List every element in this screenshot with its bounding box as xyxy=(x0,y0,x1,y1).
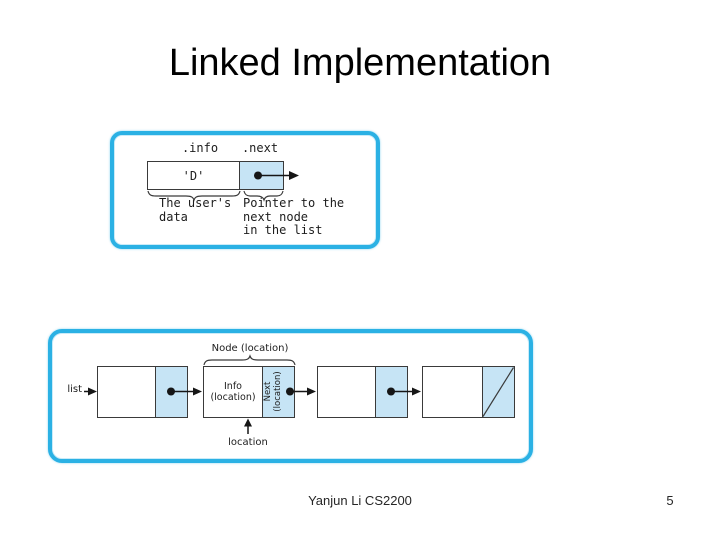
list-pointer-label: list xyxy=(67,384,82,395)
node4-next-cell xyxy=(482,366,515,418)
info-cell-value: 'D' xyxy=(182,168,205,183)
node2-next-text: Next (location) xyxy=(263,371,283,412)
next-cell xyxy=(239,161,284,190)
pointer-caption: Pointer to the next node in the list xyxy=(243,196,345,237)
node3-next-cell xyxy=(375,366,408,418)
user-data-caption: The user's data xyxy=(159,196,232,224)
node1-info-cell xyxy=(97,366,156,418)
location-label: location xyxy=(228,437,268,448)
next-field-label: .next xyxy=(241,141,279,155)
node2-info-cell: Info (location) xyxy=(203,366,263,418)
footer-text: Yanjun Li CS2200 xyxy=(308,493,412,508)
node-structure-figure xyxy=(110,131,380,249)
page-number: 5 xyxy=(666,493,674,508)
node4-info-cell xyxy=(422,366,483,418)
node3-info-cell xyxy=(317,366,376,418)
info-cell: 'D' xyxy=(147,161,240,190)
info-field-label: .info xyxy=(181,141,219,155)
node1-next-cell xyxy=(155,366,188,418)
node-location-label: Node (location) xyxy=(211,343,289,354)
slide-title: Linked Implementation xyxy=(168,42,552,84)
node2-info-text: Info (location) xyxy=(210,381,256,403)
node2-next-cell: Next (location) xyxy=(262,366,295,418)
